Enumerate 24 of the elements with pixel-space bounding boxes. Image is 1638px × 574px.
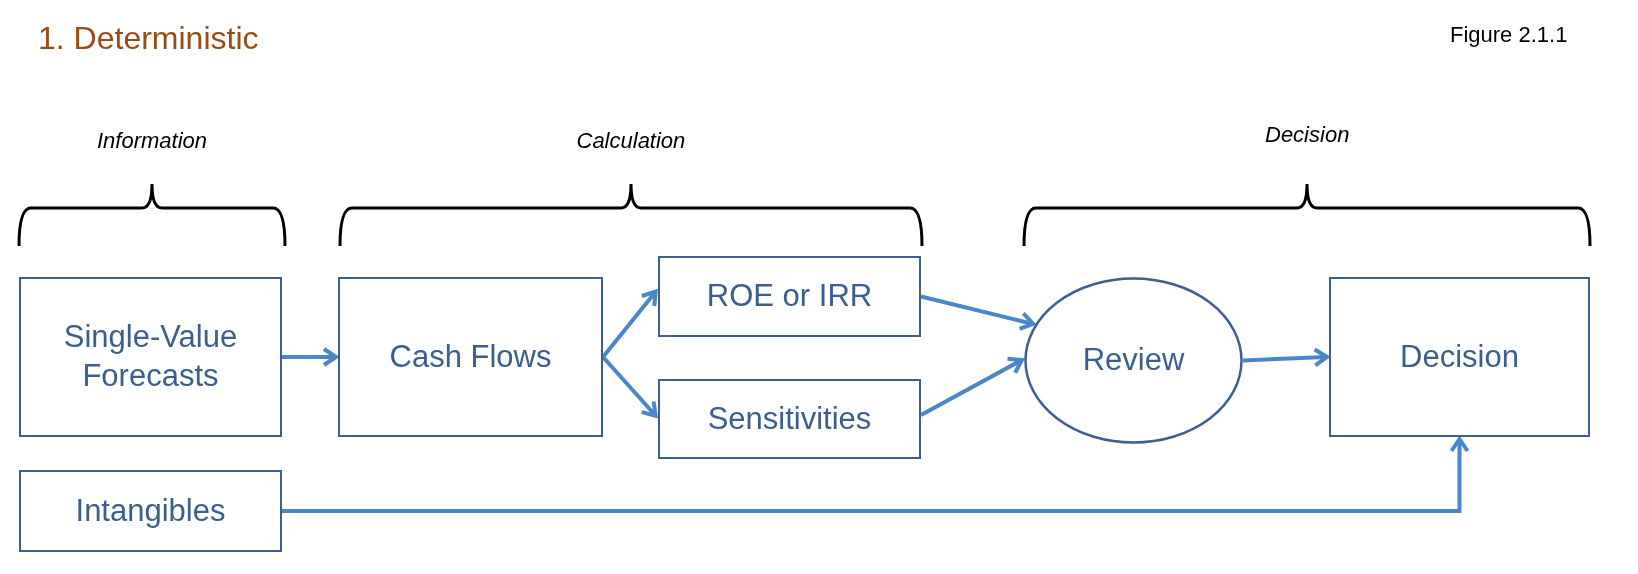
review-ellipse: [1024, 277, 1243, 444]
process-box: [658, 379, 921, 459]
title: 1. Deterministic: [38, 20, 259, 57]
process-box: [1329, 277, 1590, 437]
section-label: Decision: [1265, 122, 1350, 148]
arrow: [920, 294, 1036, 331]
process-box: [658, 256, 921, 337]
node-label: Cash Flows: [388, 337, 553, 376]
node-label: Sensitivities: [706, 399, 873, 438]
node-label: Intangibles: [74, 491, 227, 530]
process-box: [338, 277, 603, 437]
arrow: [282, 437, 1470, 513]
section-label: Calculation: [576, 128, 686, 154]
node-label: Single-Value Forecasts: [62, 318, 239, 395]
section-label: Information: [97, 128, 208, 154]
arrow: [920, 356, 1024, 417]
arrow: [1242, 347, 1329, 368]
process-box: [19, 470, 282, 552]
process-box: [19, 277, 282, 437]
arrow: [282, 347, 338, 367]
node-label: ROE or IRR: [705, 277, 874, 316]
node-label: Review: [1081, 341, 1186, 380]
figure-number: Figure 2.1.1: [1450, 22, 1568, 48]
node-label: Decision: [1399, 337, 1520, 376]
